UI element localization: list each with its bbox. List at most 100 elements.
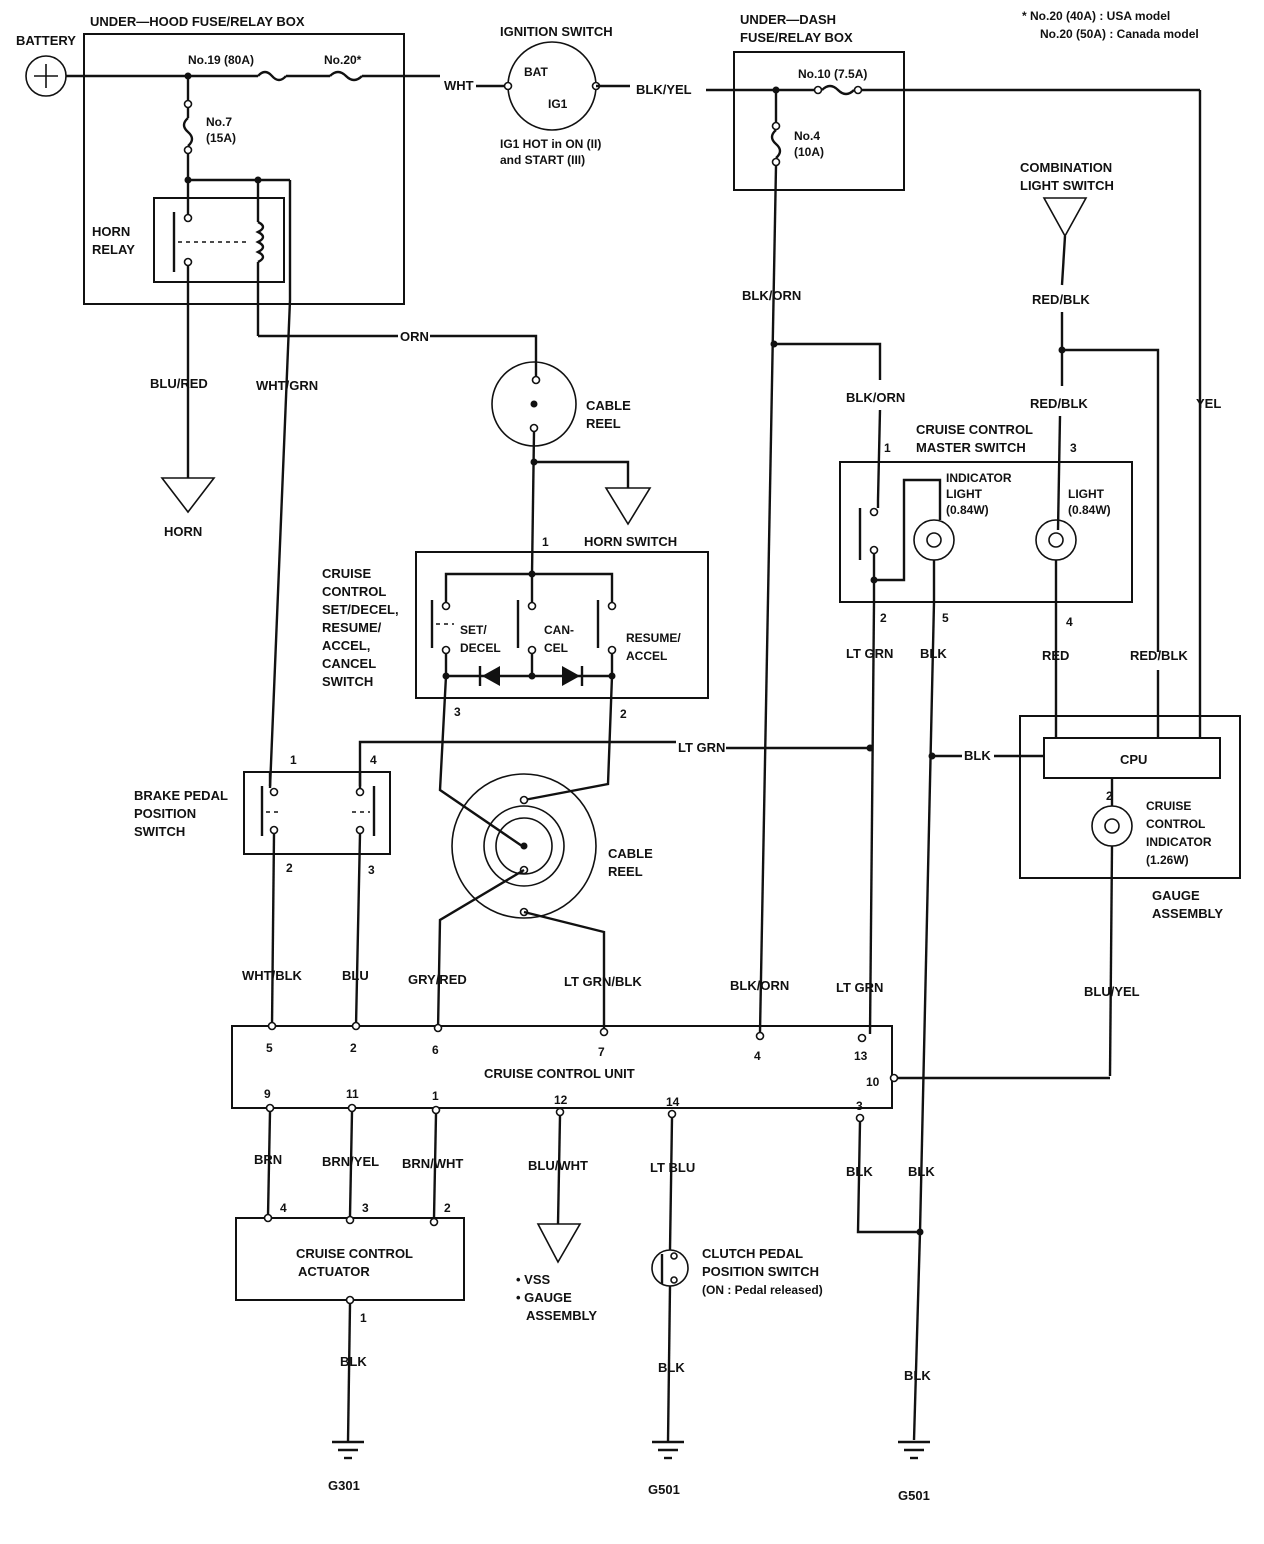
switch-title-4: ACCEL, (322, 638, 370, 653)
fuse-20-icon (329, 70, 363, 82)
brake-label-2: POSITION (134, 806, 196, 821)
under-dash-fuse-relay-box: UNDER—DASH FUSE/RELAY BOX No.10 (7.5A) N… (733, 12, 1200, 191)
ignition-note-2: and START (III) (500, 153, 585, 167)
master-pin-3: 3 (1070, 441, 1077, 455)
master-pin-5: 5 (942, 611, 949, 625)
brake-pin-4: 4 (370, 753, 377, 767)
resume-label-1: RESUME/ (626, 631, 681, 645)
wire-brn-yel: BRN/YEL (322, 1154, 379, 1169)
fuse-4-label-1: No.4 (794, 129, 820, 143)
clutch-label-3: (ON : Pedal released) (702, 1283, 823, 1297)
unit-pin-4: 4 (754, 1049, 761, 1063)
under-hood-fuse-relay-box: UNDER—HOOD FUSE/RELAY BOX No.19 (80A) No… (66, 14, 440, 336)
brake-pin-3: 3 (368, 863, 375, 877)
wire-gry-red: GRY/RED (408, 972, 467, 987)
indicator-light-3: (0.84W) (946, 503, 989, 517)
light-label-2: (0.84W) (1068, 503, 1111, 517)
wire-blu-wht: BLU/WHT (528, 1158, 588, 1173)
switch-title-0: CRUISE (322, 566, 371, 581)
wire-blk-3: BLK (846, 1164, 873, 1179)
horn-switch-pin-1: 1 (542, 535, 549, 549)
horn-label: HORN (164, 524, 202, 539)
unit-pin-13: 13 (854, 1049, 868, 1063)
gauge-indicator-1: CRUISE (1146, 799, 1191, 813)
cable-reel-top: CABLE REEL (491, 361, 631, 447)
horn-switch-ground-icon (604, 487, 652, 526)
wire-blu-red: BLU/RED (150, 376, 208, 391)
brake-pedal-position-switch: BRAKE PEDAL POSITION SWITCH 1 4 (134, 753, 391, 855)
switch-title-3: RESUME/ (322, 620, 382, 635)
fuse-4-label-2: (10A) (794, 145, 824, 159)
ignition-note-1: IG1 HOT in ON (II) (500, 137, 601, 151)
wire-blk-orn-3: BLK/ORN (730, 978, 789, 993)
cable-reel-lower: CABLE REEL (451, 773, 653, 919)
cable-reel-lower-2: REEL (608, 864, 643, 879)
wire-blk-1: BLK (920, 646, 947, 661)
unit-pin-3: 3 (856, 1099, 863, 1113)
note-line-2: No.20 (50A) : Canada model (1040, 27, 1199, 41)
unit-pin-9: 9 (264, 1087, 271, 1101)
under-dash-title-1: UNDER—DASH (740, 12, 836, 27)
cruise-control-switch-text: CRUISE CONTROL SET/DECEL, RESUME/ ACCEL,… (322, 566, 399, 689)
wire-blk-orn-1: BLK/ORN (742, 288, 801, 303)
gauge-indicator-4: (1.26W) (1146, 853, 1189, 867)
switch-title-2: SET/DECEL, (322, 602, 399, 617)
ground-g301-label: G301 (328, 1478, 360, 1493)
unit-pin-11: 11 (346, 1087, 359, 1101)
cable-reel-top-1: CABLE (586, 398, 631, 413)
master-pin-4: 4 (1066, 615, 1073, 629)
under-dash-title-2: FUSE/RELAY BOX (740, 30, 853, 45)
wire-lt-grn-3: LT GRN (836, 980, 883, 995)
actuator-pin-1: 1 (360, 1311, 367, 1325)
wire-blu: BLU (342, 968, 369, 983)
clutch-label-2: POSITION SWITCH (702, 1264, 819, 1279)
ground-g501-b-label: G501 (898, 1488, 930, 1503)
combo-label-2: LIGHT SWITCH (1020, 178, 1114, 193)
unit-pin-6: 6 (432, 1043, 439, 1057)
cruise-unit-label: CRUISE CONTROL UNIT (484, 1066, 635, 1081)
indicator-light-1: INDICATOR (946, 471, 1012, 485)
diode-left-icon (482, 666, 500, 686)
clutch-pedal-position-switch: CLUTCH PEDAL POSITION SWITCH (ON : Pedal… (651, 1246, 823, 1297)
note-line-1: * No.20 (40A) : USA model (1022, 9, 1170, 23)
fuse-7-icon (182, 117, 194, 147)
cancel-label-2: CEL (544, 641, 568, 655)
horn-switch-label: HORN SWITCH (584, 534, 677, 549)
cruise-control-master-switch: CRUISE CONTROL MASTER SWITCH 1 3 INDICAT… (839, 422, 1133, 603)
combination-light-switch: COMBINATION LIGHT SWITCH (1020, 160, 1114, 238)
switch-title-6: SWITCH (322, 674, 373, 689)
indicator-bulb-icon (913, 519, 955, 561)
master-title-1: CRUISE CONTROL (916, 422, 1033, 437)
actuator-pin-4: 4 (280, 1201, 287, 1215)
unit-pin-7: 7 (598, 1045, 605, 1059)
indicator-light-2: LIGHT (946, 487, 983, 501)
ignition-ig1: IG1 (548, 97, 568, 111)
switch-pin-2: 2 (620, 707, 627, 721)
cpu-box (1043, 737, 1221, 779)
master-pin-1: 1 (884, 441, 891, 455)
wire-blk-orn-2: BLK/ORN (846, 390, 905, 405)
battery-label: BATTERY (16, 33, 76, 48)
set-decel-label-1: SET/ (460, 623, 487, 637)
gauge-assembly-1: GAUGE (1152, 888, 1200, 903)
wire-yel: YEL (1196, 396, 1221, 411)
switch-title-5: CANCEL (322, 656, 376, 671)
relay-coil-icon (255, 220, 265, 264)
wire-wht-blk: WHT/BLK (242, 968, 303, 983)
wire-wht: WHT (444, 78, 474, 93)
fuse-4-icon (770, 129, 782, 159)
actuator-label-2: ACTUATOR (298, 1264, 370, 1279)
unit-pin-14: 14 (666, 1095, 680, 1109)
gauge-assembly-2: ASSEMBLY (1152, 906, 1223, 921)
wire-blk-2: BLK (964, 748, 991, 763)
cruise-control-actuator: 4 3 2 CRUISE CONTROL ACTUATOR (235, 1201, 465, 1305)
gauge-assembly: CPU 2 CRUISE CONTROL INDICATOR (1.26W) G… (1019, 715, 1241, 1077)
ground-g301: G301 (328, 1440, 364, 1493)
ignition-bat: BAT (524, 65, 548, 79)
gauge-indicator-pin: 2 (1106, 789, 1113, 803)
wire-wht-grn: WHT/GRN (256, 378, 318, 393)
fuse-7-label-2: (15A) (206, 131, 236, 145)
fuse-10-icon (821, 84, 855, 96)
combo-switch-icon (1042, 197, 1088, 238)
